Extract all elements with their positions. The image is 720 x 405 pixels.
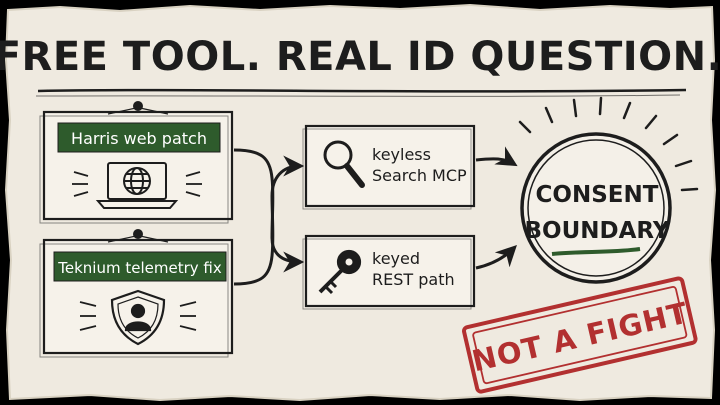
- pin-icon: [133, 101, 143, 111]
- card-label-bg-harris: [57, 122, 221, 153]
- pin-icon: [133, 229, 143, 239]
- magnifier-icon: [323, 140, 365, 188]
- title-underline-echo: [35, 94, 681, 97]
- shield-user-icon: [110, 289, 166, 346]
- globe-laptop-icon: [95, 162, 179, 209]
- motion-lines-teknium: [79, 301, 197, 331]
- boundary-underline: [551, 247, 641, 256]
- radiating-lines: [518, 96, 699, 192]
- card-harris: Harris web patch: [39, 101, 234, 224]
- card-label-harris: Harris web patch: [71, 129, 207, 148]
- path-keyed-line2: REST path: [372, 270, 455, 289]
- connector-arrows-right: [475, 146, 518, 270]
- card-label-teknium: Teknium telemetry fix: [57, 259, 222, 277]
- path-keyless-line1: keyless: [372, 145, 431, 164]
- motion-lines-harris: [72, 171, 202, 197]
- consent-boundary: CONSENT BOUNDARY: [518, 96, 699, 284]
- boundary-line1: CONSENT: [536, 182, 659, 208]
- path-keyless-line2: Search MCP: [372, 166, 467, 185]
- connector-arrows-left: [233, 148, 305, 286]
- path-box-keyed: keyed REST path: [302, 234, 476, 310]
- title-underline: [37, 88, 687, 93]
- card-teknium: Teknium telemetry fix: [39, 229, 234, 358]
- boundary-line2: BOUNDARY: [524, 218, 669, 244]
- path-box-keyless: keyless Search MCP: [302, 124, 476, 210]
- key-icon: [318, 249, 362, 295]
- page-title: FREE TOOL. REAL ID QUESTION.: [0, 34, 720, 80]
- card-label-bg-teknium: [53, 251, 227, 282]
- path-keyed-line1: keyed: [372, 249, 420, 268]
